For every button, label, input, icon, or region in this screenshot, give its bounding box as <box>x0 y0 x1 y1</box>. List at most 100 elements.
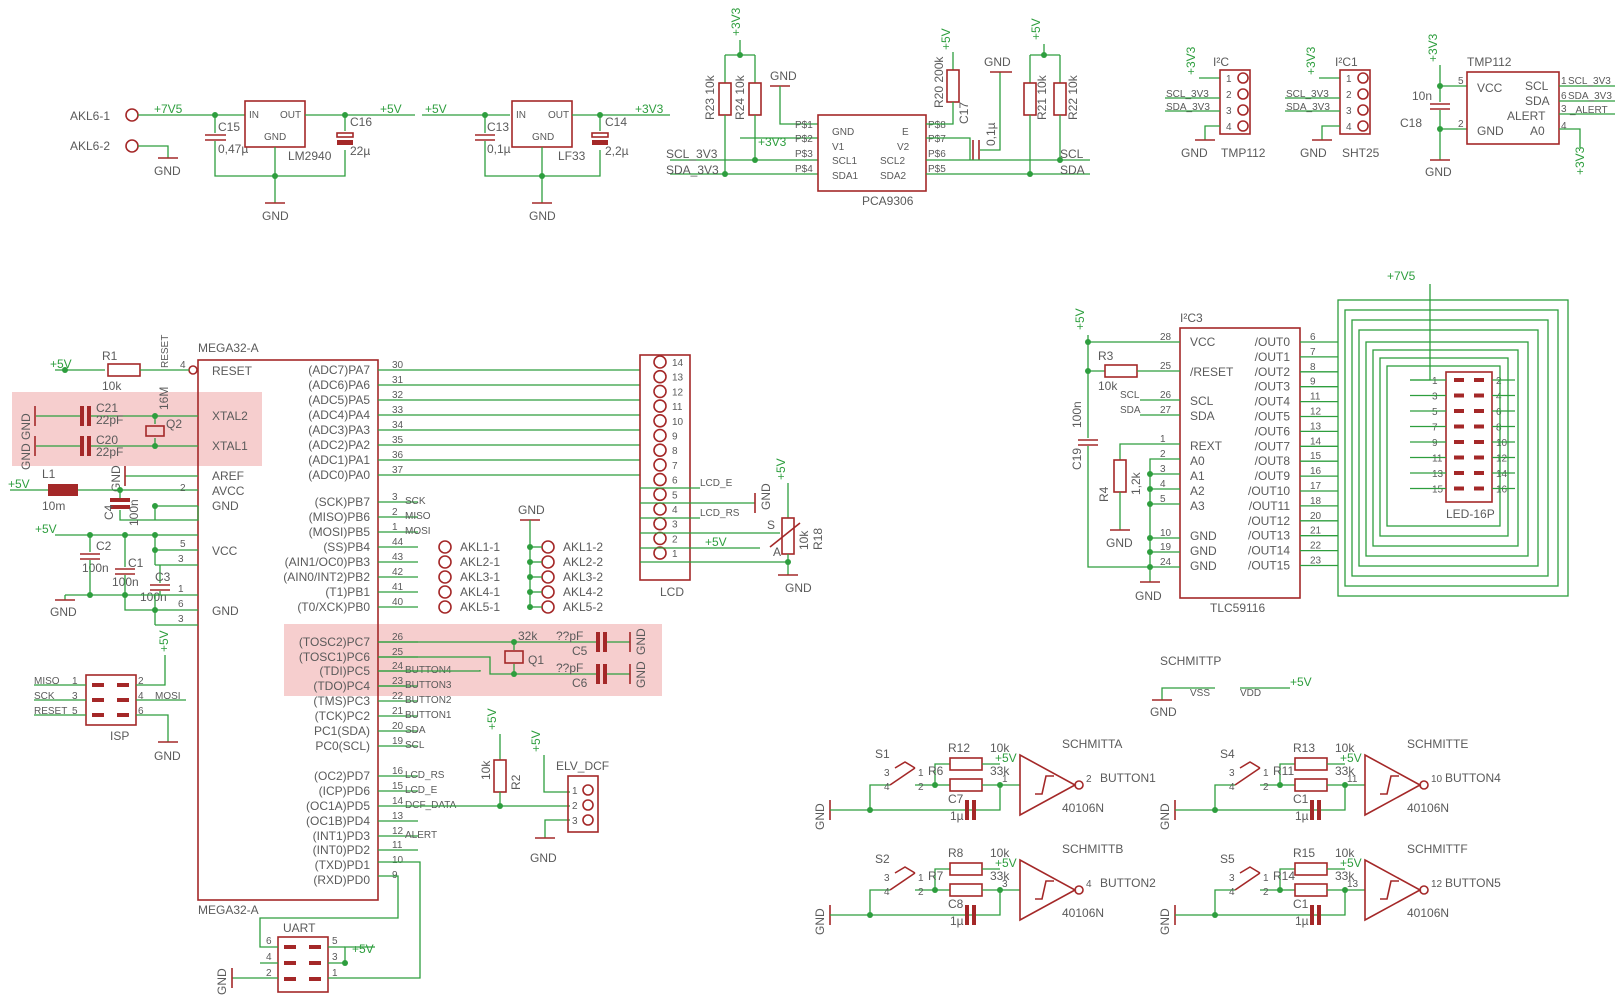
svg-text:S: S <box>767 518 775 532</box>
svg-text:11: 11 <box>672 402 683 413</box>
svg-text:10k: 10k <box>990 846 1010 860</box>
svg-text:P$3: P$3 <box>795 149 813 160</box>
svg-text:1µ: 1µ <box>950 914 964 928</box>
svg-text:4: 4 <box>1496 392 1502 403</box>
svg-text:XTAL1: XTAL1 <box>212 439 248 453</box>
svg-text:14: 14 <box>1310 436 1322 447</box>
mcu-port-pa5: (ADC5)PA5 <box>308 393 370 407</box>
svg-text:/OUT14: /OUT14 <box>1248 544 1290 558</box>
svg-text:9: 9 <box>672 432 678 443</box>
mcu-port-pd3: (INT1)PD3 <box>313 829 371 843</box>
svg-text:C2: C2 <box>96 539 112 553</box>
svg-text:19: 19 <box>1160 542 1172 553</box>
svg-text:LCD_RS: LCD_RS <box>405 770 445 781</box>
switch-s2: S2 <box>875 852 890 866</box>
mcu-port-pd4: (OC1B)PD4 <box>306 814 370 828</box>
svg-text:14: 14 <box>392 796 404 807</box>
svg-text:2: 2 <box>138 676 144 687</box>
svg-text:1,2k: 1,2k <box>1129 471 1143 495</box>
svg-text:6: 6 <box>138 706 144 717</box>
svg-text:SCK: SCK <box>34 691 55 702</box>
svg-text:10k: 10k <box>1335 741 1355 755</box>
svg-text:10: 10 <box>672 417 684 428</box>
svg-text:R14: R14 <box>1273 869 1295 883</box>
resistor-r6 <box>949 778 983 792</box>
svg-text:SHT25: SHT25 <box>1342 146 1380 160</box>
svg-text:V2: V2 <box>897 142 910 153</box>
gnd-label: GND <box>154 164 181 178</box>
svg-text:18: 18 <box>1310 496 1322 507</box>
svg-text:GND: GND <box>1190 559 1217 573</box>
svg-text:R21 10k: R21 10k <box>1035 74 1049 120</box>
svg-text:40: 40 <box>392 597 404 608</box>
svg-text:+3V3: +3V3 <box>729 7 743 36</box>
svg-text:2: 2 <box>1263 887 1269 898</box>
tlc59116-chip <box>1179 327 1301 599</box>
mcu-port-pc4: (TDO)PC4 <box>313 679 370 693</box>
mcu-port-pb2: (AIN0/INT2)PB2 <box>283 570 370 584</box>
svg-text:IN: IN <box>516 110 526 121</box>
svg-text:9: 9 <box>1432 438 1438 449</box>
mcu-port-pc0: PC0(SCL) <box>315 739 370 753</box>
svg-text:GND: GND <box>50 605 77 619</box>
svg-text:2: 2 <box>1346 90 1352 101</box>
r3-resistor <box>1104 364 1138 378</box>
svg-text:1: 1 <box>1346 74 1352 85</box>
svg-text:16M: 16M <box>157 387 171 410</box>
svg-text:+5V: +5V <box>1029 18 1043 40</box>
svg-text:1: 1 <box>1561 76 1567 87</box>
tmp112-sensor: +3V3 GND 10n C18 5 2 TMP112 VCC GND SCL … <box>1400 33 1615 179</box>
power-3v3-regulator: +5V C13 0,1µ IN OUT GND LF33 GND +3V3 C1… <box>422 100 670 223</box>
akl-label-akl31: AKL3-1 <box>460 570 500 584</box>
svg-text:10: 10 <box>1160 528 1172 539</box>
svg-text:3: 3 <box>392 492 398 503</box>
svg-text:OUT: OUT <box>280 110 301 121</box>
svg-text:C17: C17 <box>957 102 971 124</box>
svg-text:4: 4 <box>138 691 144 702</box>
svg-text:/OUT13: /OUT13 <box>1248 529 1290 543</box>
svg-text:100n: 100n <box>1070 401 1084 428</box>
svg-text:ALERT: ALERT <box>405 830 437 841</box>
svg-text:R6: R6 <box>928 764 944 778</box>
resistor-r8 <box>949 862 983 876</box>
svg-text:10k: 10k <box>1098 379 1118 393</box>
svg-text:MOSI: MOSI <box>405 526 431 537</box>
r22-resistor <box>1053 82 1067 116</box>
svg-text:P$8: P$8 <box>928 120 946 131</box>
svg-text:22: 22 <box>1310 541 1322 552</box>
svg-text:2: 2 <box>1458 119 1464 130</box>
svg-text:V1: V1 <box>832 142 845 153</box>
svg-text:0,1µ: 0,1µ <box>487 142 511 156</box>
svg-text:2: 2 <box>572 801 578 812</box>
svg-text:5: 5 <box>1160 494 1166 505</box>
schmitt-output-button4: BUTTON4 <box>1445 771 1501 785</box>
lcd-header <box>639 354 691 581</box>
svg-text:A0: A0 <box>1190 454 1205 468</box>
svg-text:SDA_3V3: SDA_3V3 <box>1568 91 1612 102</box>
mcu-port-pc2: (TCK)PC2 <box>315 709 371 723</box>
svg-text:SCHMITTA: SCHMITTA <box>1062 737 1122 751</box>
svg-text:Q2: Q2 <box>166 417 182 431</box>
svg-text:37: 37 <box>392 465 404 476</box>
svg-text:3: 3 <box>178 554 184 565</box>
svg-text:R11: R11 <box>1273 764 1294 778</box>
svg-text:11: 11 <box>1347 774 1358 785</box>
svg-text:+3V3: +3V3 <box>1304 46 1318 75</box>
svg-text:GND: GND <box>832 127 854 138</box>
akl-label-akl52: AKL5-2 <box>563 600 603 614</box>
svg-text:20: 20 <box>1310 511 1322 522</box>
svg-text:R23 10k: R23 10k <box>703 74 717 120</box>
svg-text:14: 14 <box>1496 469 1508 480</box>
svg-text:36: 36 <box>392 450 404 461</box>
tmp112-chip <box>1466 71 1560 145</box>
svg-text:GND: GND <box>518 503 545 517</box>
svg-text:SDA_3V3: SDA_3V3 <box>1286 102 1330 113</box>
svg-text:3: 3 <box>1346 106 1352 117</box>
svg-text:2: 2 <box>1160 449 1166 460</box>
svg-text:10m: 10m <box>42 499 65 513</box>
svg-text:GND: GND <box>1190 529 1217 543</box>
svg-text:16: 16 <box>1310 466 1322 477</box>
